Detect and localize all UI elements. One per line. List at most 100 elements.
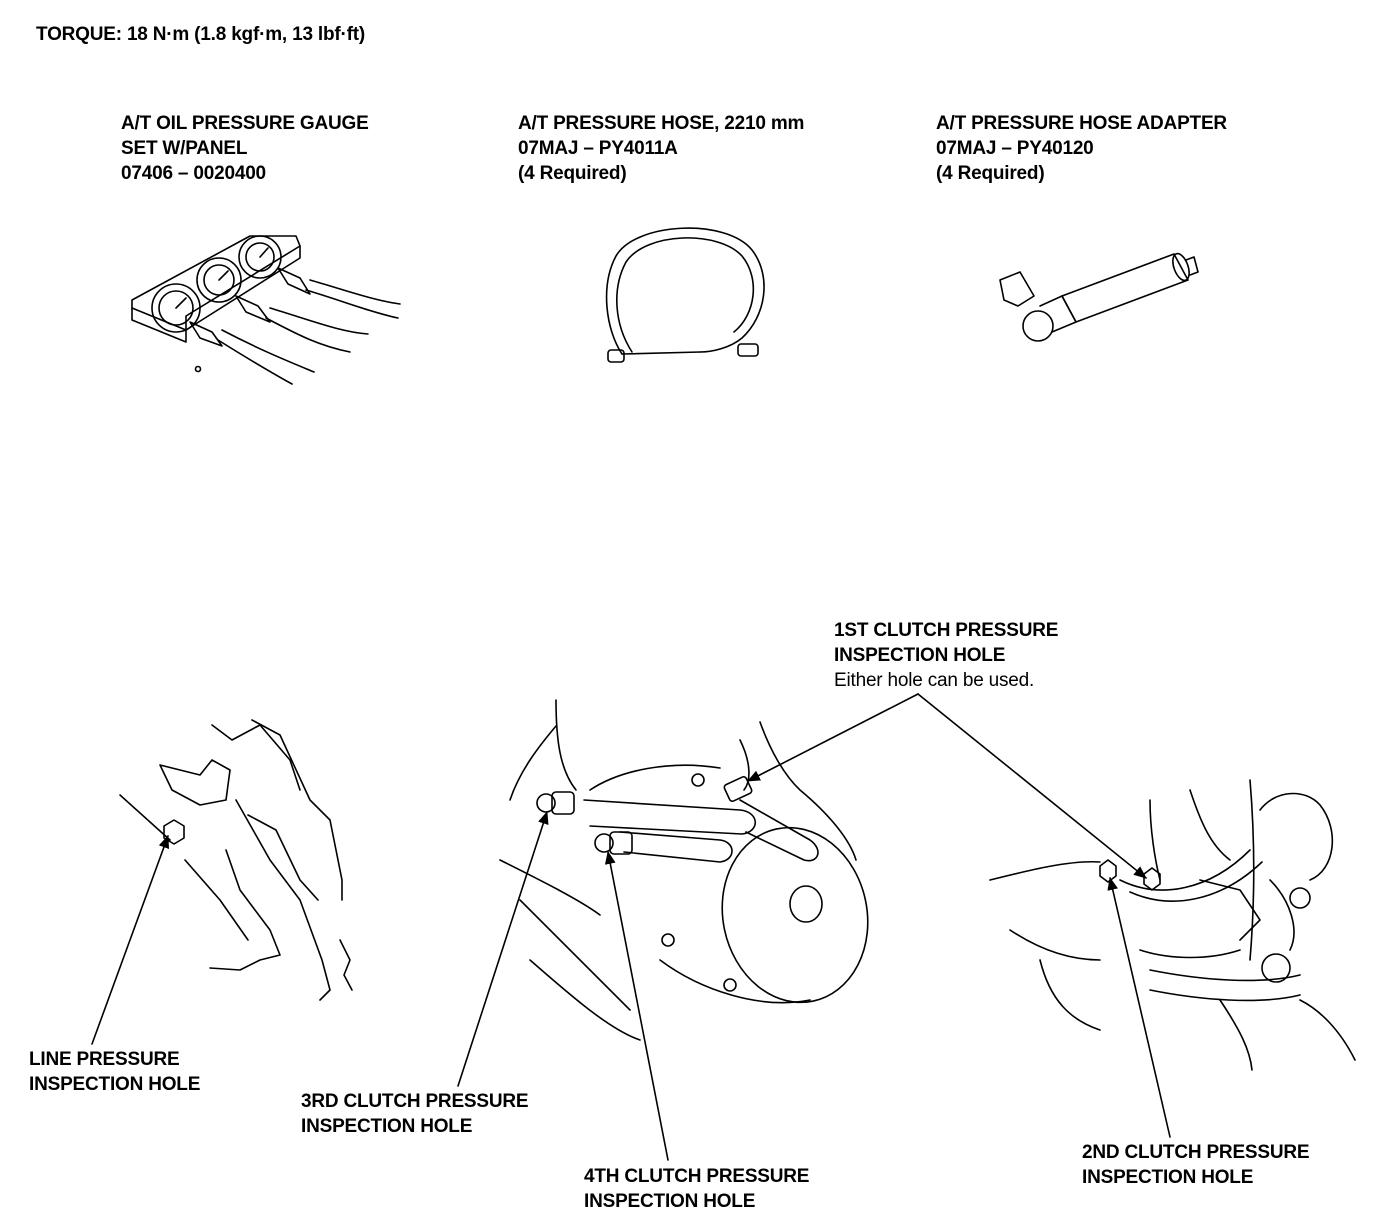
adapter-neck	[1040, 296, 1076, 332]
gauge-set-illustration	[132, 236, 400, 384]
callout-label: LINE PRESSURE	[29, 1049, 180, 1070]
first-clutch-plug-center	[723, 776, 752, 802]
housing-outline	[1140, 950, 1240, 958]
pressure-pipe	[1120, 850, 1250, 890]
callout-line-pressure: LINE PRESSURE INSPECTION HOLE	[29, 1047, 200, 1097]
coiled-hose	[617, 238, 754, 352]
housing-outline	[1190, 790, 1230, 860]
first-clutch-plug-right	[1144, 868, 1160, 890]
pressure-pipe	[1150, 990, 1300, 1000]
tool-part-number: 07MAJ – PY40120	[936, 138, 1094, 159]
callout-label: 2ND CLUTCH PRESSURE	[1082, 1142, 1310, 1163]
line-pressure-view	[92, 720, 352, 1044]
right-transmission-view	[990, 780, 1355, 1137]
pressure-gauge-face	[204, 265, 234, 295]
gauge-hose	[306, 290, 398, 318]
hose-fitting	[608, 350, 624, 362]
pressure-gauge	[152, 284, 200, 332]
small-fitting	[196, 367, 201, 372]
callout-label: 3RD CLUTCH PRESSURE	[301, 1091, 529, 1112]
housing-outline	[990, 862, 1100, 880]
tool-name: A/T OIL PRESSURE GAUGE	[121, 113, 369, 134]
housing-outline	[1270, 880, 1294, 950]
housing-outline	[760, 722, 856, 860]
hose-end	[622, 352, 700, 354]
housing-outline	[1200, 880, 1260, 940]
gauge-panel-edge	[132, 246, 300, 330]
hose-fitting	[278, 268, 310, 294]
leader-line-line-pressure	[92, 834, 169, 1044]
gauge-hose	[270, 308, 368, 334]
housing-outline	[248, 815, 318, 900]
bolt-head	[1290, 888, 1310, 908]
adapter-elbow	[1023, 311, 1053, 341]
tool-label-hose-adapter: A/T PRESSURE HOSE ADAPTER 07MAJ – PY4012…	[936, 111, 1227, 186]
callout-4th-clutch: 4TH CLUTCH PRESSURE INSPECTION HOLE	[584, 1164, 809, 1214]
tool-quantity: (4 Required)	[936, 163, 1045, 184]
leader-line-1st-clutch-right	[918, 694, 1147, 878]
leader-line-1st-clutch-center	[747, 694, 918, 781]
housing-outline	[252, 720, 342, 900]
tool-quantity: (4 Required)	[518, 163, 627, 184]
tool-name-continued: SET W/PANEL	[121, 138, 248, 159]
pressure-gauge	[239, 236, 281, 278]
callout-label-continued: INSPECTION HOLE	[29, 1074, 201, 1095]
housing-outline	[120, 795, 170, 840]
housing-outline	[210, 850, 280, 970]
adapter-end	[1170, 251, 1193, 282]
callout-1st-clutch: 1ST CLUTCH PRESSURE INSPECTION HOLE Eith…	[834, 618, 1058, 693]
fourth-clutch-plug	[595, 834, 613, 852]
housing-outline	[160, 760, 230, 805]
torque-spec: TORQUE: 18 N·m (1.8 kgf·m, 13 lbf·ft)	[36, 22, 365, 47]
pressure-pipe	[740, 800, 818, 861]
gauge-needle	[260, 248, 268, 257]
pressure-gauge-face	[246, 243, 274, 271]
drive-housing-inner	[790, 886, 822, 922]
hose-fitting	[738, 344, 758, 356]
tool-label-pressure-hose: A/T PRESSURE HOSE, 2210 mm 07MAJ – PY401…	[518, 111, 804, 186]
first-clutch-leader-lines	[747, 694, 1147, 878]
bolt-head	[724, 979, 736, 991]
pressure-hose-illustration	[607, 228, 764, 362]
third-clutch-plug-body	[552, 792, 574, 814]
tool-name: A/T PRESSURE HOSE, 2210 mm	[518, 113, 805, 134]
callout-label-continued: INSPECTION HOLE	[834, 645, 1006, 666]
pressure-pipe	[620, 832, 732, 862]
adapter-body	[1062, 254, 1188, 322]
hose-adapter-illustration	[1000, 251, 1198, 341]
gauge-panel	[132, 236, 300, 342]
housing-outline	[1300, 1000, 1355, 1060]
adapter-bolt	[1000, 272, 1034, 306]
housing-outline	[340, 940, 352, 990]
housing-outline	[236, 800, 330, 1000]
callout-label-continued: INSPECTION HOLE	[584, 1191, 756, 1212]
housing-outline	[1220, 1000, 1252, 1070]
hose-fitting	[236, 296, 270, 322]
tool-label-gauge-set: A/T OIL PRESSURE GAUGE SET W/PANEL 07406…	[121, 111, 369, 186]
housing-outline	[212, 725, 300, 790]
housing-outline	[185, 860, 248, 940]
tool-name: A/T PRESSURE HOSE ADAPTER	[936, 113, 1227, 134]
fourth-clutch-plug-body	[610, 832, 632, 854]
gauge-hose	[218, 340, 292, 384]
gauge-needle	[176, 298, 186, 308]
housing-outline	[590, 765, 720, 790]
pressure-pipe	[584, 800, 755, 834]
adapter-thread	[1186, 257, 1198, 275]
bolt-head	[1262, 954, 1290, 982]
callout-label-continued: INSPECTION HOLE	[1082, 1167, 1254, 1188]
bolt-head	[692, 774, 704, 786]
pressure-pipe	[1130, 862, 1262, 901]
gauge-needle	[219, 271, 228, 280]
torque-text: TORQUE: 18 N·m (1.8 kgf·m, 13 lbf·ft)	[36, 24, 366, 45]
housing-outline	[1260, 794, 1332, 880]
gauge-hose	[266, 318, 350, 352]
second-clutch-plug	[1100, 860, 1116, 882]
gauge-hose	[222, 330, 314, 372]
callout-label: 1ST CLUTCH PRESSURE	[834, 620, 1059, 641]
gauge-hose	[310, 280, 400, 304]
coiled-hose	[607, 228, 764, 354]
callout-3rd-clutch: 3RD CLUTCH PRESSURE INSPECTION HOLE	[301, 1089, 529, 1139]
callout-note: Either hole can be used.	[834, 670, 1035, 691]
